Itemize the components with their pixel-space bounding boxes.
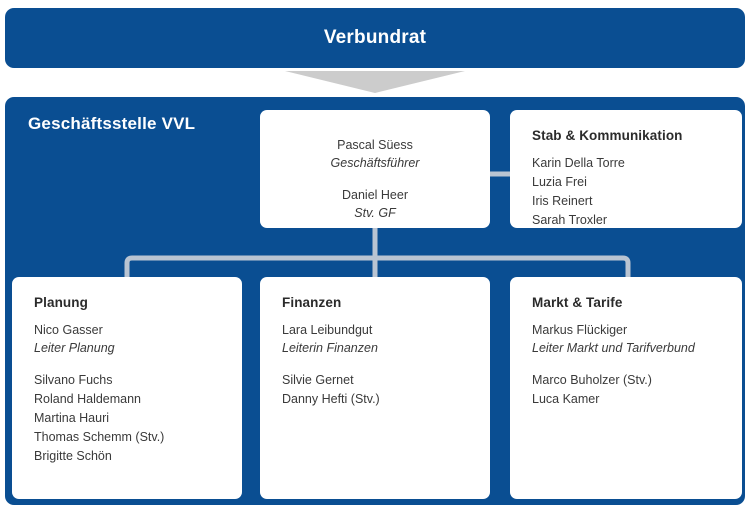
card-heading: Markt & Tarife: [532, 295, 623, 310]
card-heading: Stab & Kommunikation: [532, 128, 683, 143]
list-item: Thomas Schemm (Stv.): [34, 430, 165, 445]
department-card-planung: Planung Nico Gasser Leiter Planung Silva…: [12, 277, 242, 499]
verbundrat-banner: Verbundrat: [5, 8, 745, 68]
list-item: Martina Hauri: [34, 411, 110, 426]
card-heading: Finanzen: [282, 295, 342, 310]
management-person: Pascal Süess Geschäftsführer: [274, 136, 476, 172]
department-card-markt-tarife: Markt & Tarife Markus Flückiger Leiter M…: [510, 277, 742, 499]
chevron-down-icon: [285, 71, 465, 93]
person-name: Pascal Süess: [337, 138, 413, 152]
department-lead: Lara Leibundgut Leiterin Finanzen: [282, 321, 468, 357]
staff-communication-card: Stab & Kommunikation Karin Della Torre L…: [510, 110, 742, 228]
list-item: Luca Kamer: [532, 392, 600, 407]
management-card: Pascal Süess Geschäftsführer Daniel Heer…: [260, 110, 490, 228]
list-item: Danny Hefti (Stv.): [282, 392, 380, 407]
geschaeftsstelle-title: Geschäftsstelle VVL: [28, 114, 196, 133]
department-member-list: Marco Buholzer (Stv.) Luca Kamer: [532, 371, 720, 409]
person-role: Leiter Planung: [34, 341, 115, 356]
department-member-list: Silvie Gernet Danny Hefti (Stv.): [282, 371, 468, 409]
card-heading: Planung: [34, 295, 88, 310]
staff-member-list: Karin Della Torre Luzia Frei Iris Reiner…: [532, 154, 720, 230]
person-name: Markus Flückiger: [532, 323, 628, 337]
department-lead: Nico Gasser Leiter Planung: [34, 321, 220, 357]
person-name: Lara Leibundgut: [282, 323, 373, 337]
list-item: Marco Buholzer (Stv.): [532, 373, 652, 388]
list-item: Silvano Fuchs: [34, 373, 113, 388]
person-name: Daniel Heer: [341, 188, 408, 203]
person-role: Leiter Markt und Tarifverbund: [532, 341, 695, 356]
person-role: Leiterin Finanzen: [282, 341, 378, 356]
department-member-list: Silvano Fuchs Roland Haldemann Martina H…: [34, 371, 220, 466]
list-item: Roland Haldemann: [34, 392, 142, 407]
person-name: Nico Gasser: [34, 323, 103, 337]
department-card-finanzen: Finanzen Lara Leibundgut Leiterin Finanz…: [260, 277, 490, 499]
list-item: Karin Della Torre: [532, 156, 625, 170]
list-item: Brigitte Schön: [34, 449, 112, 464]
verbundrat-title: Verbundrat: [323, 27, 427, 48]
person-role: Geschäftsführer: [330, 156, 420, 171]
person-role: Stv. GF: [354, 206, 396, 221]
list-item: Luzia Frei: [532, 175, 587, 189]
list-item: Iris Reinert: [532, 194, 593, 208]
management-person: Daniel Heer Stv. GF: [274, 186, 476, 222]
list-item: Sarah Troxler: [532, 213, 608, 227]
department-lead: Markus Flückiger Leiter Markt und Tarifv…: [532, 321, 720, 357]
list-item: Silvie Gernet: [282, 373, 354, 388]
